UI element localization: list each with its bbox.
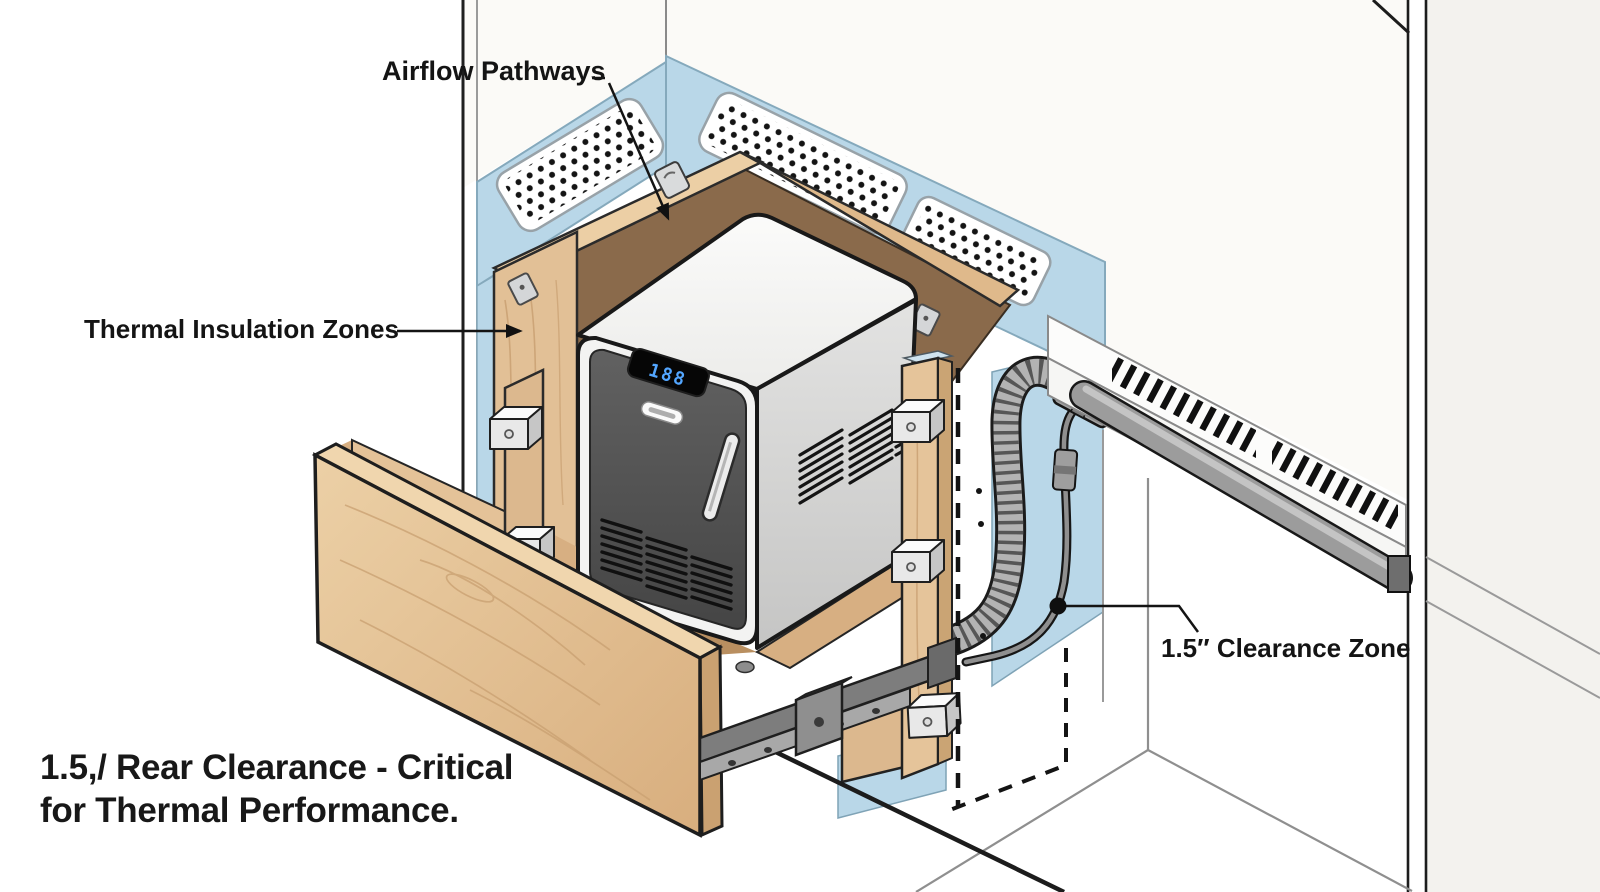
mounting-plates <box>507 161 941 337</box>
cable-ferrule <box>1051 448 1079 492</box>
corner-bracket-right-top <box>891 399 945 443</box>
clearance-dashed-line <box>955 368 986 806</box>
appliance-foot-right <box>735 660 755 674</box>
temperature-display: 188 <box>626 347 710 398</box>
clearance-leader <box>1058 604 1200 633</box>
rail-slider-block <box>794 676 853 757</box>
cabinet-rail-bar <box>1069 380 1413 593</box>
airflow-arrow <box>607 82 670 221</box>
vent-panel-right-1 <box>698 91 908 235</box>
thermal-insulation-label: Thermal Insulation Zones <box>84 314 399 344</box>
brand-badge <box>640 401 684 425</box>
wood-grain <box>339 504 651 801</box>
clearance-zone-label: 1.5″ Clearance Zone <box>1161 633 1411 663</box>
corner-bracket-right-bottom <box>906 692 962 739</box>
drawer-slide-rail <box>698 636 957 782</box>
front-vent-grille <box>600 518 733 611</box>
door-handle <box>701 432 741 522</box>
leader-lines <box>397 76 1200 633</box>
shelf-vent-slats-1 <box>1112 354 1256 458</box>
power-cable <box>961 398 1109 667</box>
clearance-zone-box <box>949 648 1068 812</box>
caption-line-2: for Thermal Performance. <box>40 790 459 830</box>
appliance: 188 <box>576 212 919 674</box>
clearance-anchor-dot <box>1049 597 1067 615</box>
corner-bracket-right-mid <box>891 539 945 583</box>
shelf-vent-slats-2 <box>1272 438 1398 533</box>
caption-line-1: 1.5,/ Rear Clearance - Critical <box>40 748 514 787</box>
airflow-pathways-label: Airflow Pathways <box>382 56 606 86</box>
diagram-caption: 1.5,/ Rear Clearance - Critical for Ther… <box>40 747 513 832</box>
corner-bracket-left-top <box>489 406 543 450</box>
vent-panel-right-2 <box>900 195 1052 307</box>
vent-panel-left <box>495 97 665 233</box>
